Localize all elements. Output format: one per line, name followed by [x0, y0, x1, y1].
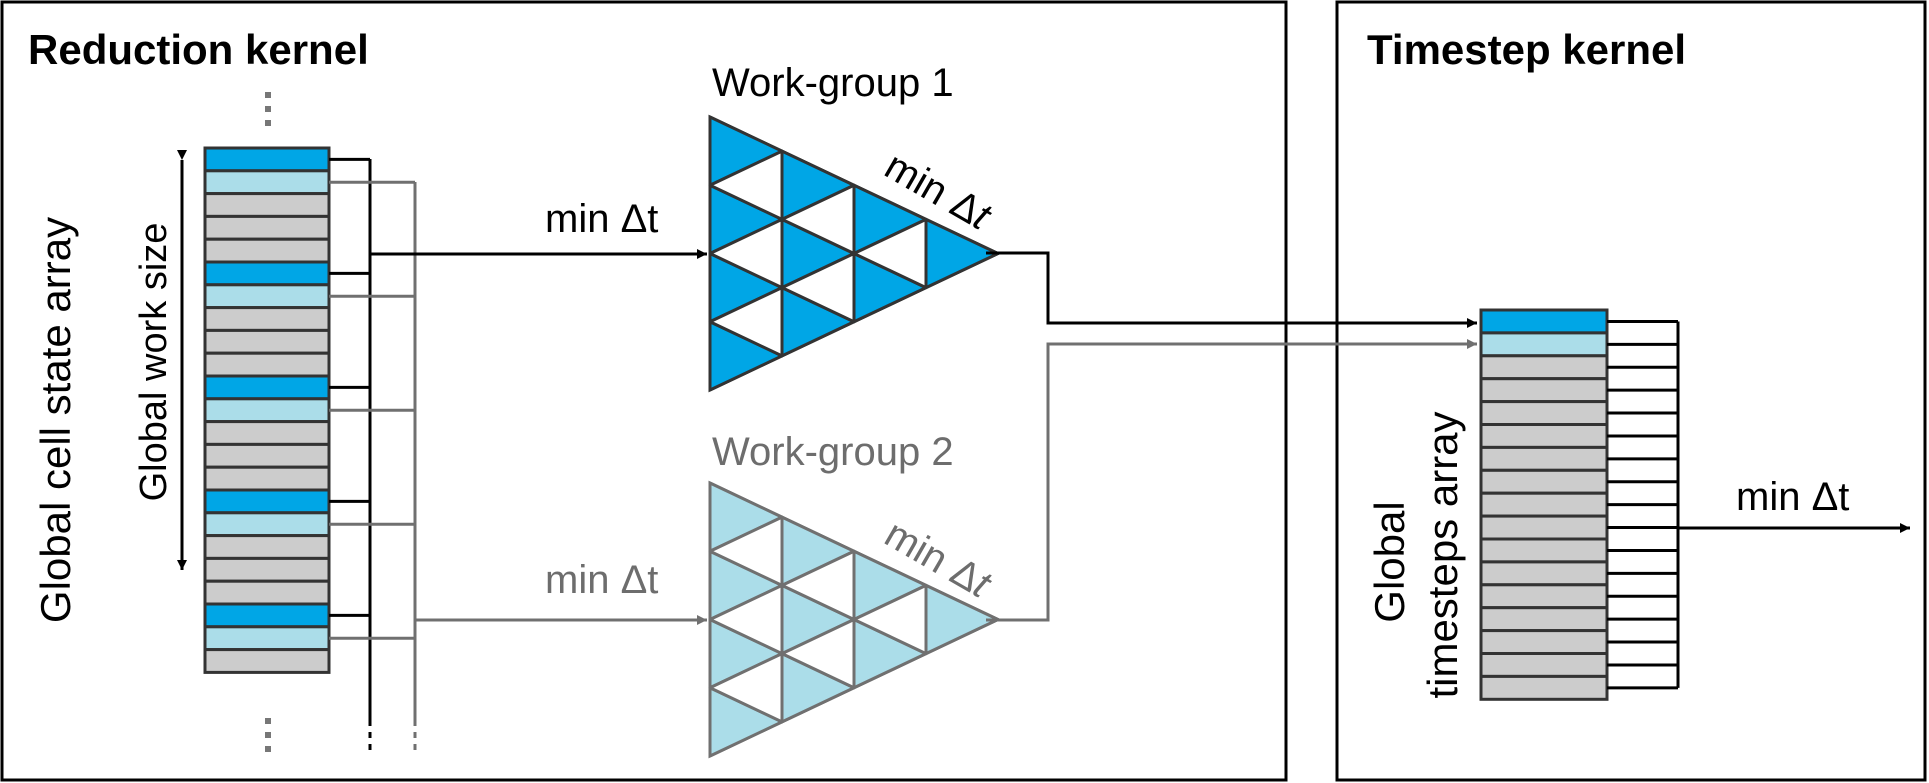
- timestep-kernel-panel: [1335, 0, 1927, 782]
- timestep-cell: [1479, 354, 1609, 381]
- cell-state-cell: [203, 579, 331, 606]
- cell-state-cell: [203, 169, 331, 196]
- cell-state-cell: [203, 214, 331, 241]
- timestep-output-label: min Δt: [1736, 475, 1849, 519]
- reduction-cell: [924, 217, 1000, 290]
- work-group-1-title: Work-group 1: [712, 61, 954, 105]
- reduction-bus-lines: [329, 157, 417, 720]
- cell-state-cell: [203, 465, 331, 492]
- cell-state-cell: [203, 556, 331, 583]
- global-cell-state-array-label: Global cell state array: [32, 217, 79, 623]
- cell-state-cell: [203, 511, 331, 538]
- timestep-cell: [1479, 560, 1609, 587]
- timestep-cell: [1479, 629, 1609, 655]
- cell-state-cell: [203, 374, 331, 401]
- timestep-cell: [1479, 445, 1609, 472]
- cell-state-cell: [203, 397, 331, 424]
- cell-state-cell: [203, 442, 331, 469]
- timestep-cell: [1479, 652, 1609, 678]
- cell-state-cell: [203, 192, 331, 218]
- cell-state-cell: [203, 146, 331, 173]
- cell-state-cell: [203, 625, 331, 652]
- timestep-cell: [1479, 674, 1609, 701]
- timesteps-reduction-lines: [1607, 319, 1680, 690]
- global-work-size-label: Global work size: [133, 223, 175, 502]
- cell-state-cell: [203, 534, 331, 560]
- timestep-cell: [1479, 514, 1609, 541]
- cell-state-cell: [203, 648, 331, 674]
- work-group-2-triangle: [708, 480, 1002, 759]
- work-group-1-output-line: [986, 251, 1477, 328]
- timestep-cell: [1479, 606, 1609, 633]
- reduction-kernel-title: Reduction kernel: [28, 26, 369, 73]
- cell-state-cell: [203, 328, 331, 355]
- cell-state-cell: [203, 237, 331, 264]
- timestep-kernel-title: Timestep kernel: [1367, 26, 1686, 73]
- work-group-1-input-label: min Δt: [545, 197, 658, 241]
- timestep-cell: [1479, 423, 1609, 449]
- timestep-cell: [1479, 331, 1609, 358]
- timestep-cell: [1479, 400, 1609, 427]
- global-timesteps-array: [1479, 308, 1609, 701]
- global-timesteps-label-line2: timesteps array: [1419, 411, 1466, 698]
- global-cell-state-array: [203, 146, 331, 674]
- work-group-2-title: Work-group 2: [712, 430, 954, 474]
- cell-state-cell: [203, 260, 331, 287]
- cell-state-cell: [203, 420, 331, 446]
- work-group-2-input-label: min Δt: [545, 558, 658, 602]
- work-group-2-output-line: [986, 339, 1477, 622]
- timestep-cell: [1479, 377, 1609, 404]
- reduction-cell: [924, 583, 1000, 656]
- cell-state-cell: [203, 602, 331, 629]
- timestep-cell: [1479, 537, 1609, 564]
- reduction-kernel-panel: [0, 0, 1288, 782]
- timestep-cell: [1479, 308, 1609, 335]
- cell-state-cell: [203, 306, 331, 332]
- work-group-1-triangle: [708, 114, 1002, 393]
- timestep-cell: [1479, 583, 1609, 610]
- global-timesteps-label-line1: Global: [1366, 501, 1413, 622]
- timestep-cell: [1479, 491, 1609, 518]
- cell-state-cell: [203, 351, 331, 378]
- cell-state-cell: [203, 283, 331, 310]
- cell-state-cell: [203, 488, 331, 515]
- timestep-cell: [1479, 468, 1609, 495]
